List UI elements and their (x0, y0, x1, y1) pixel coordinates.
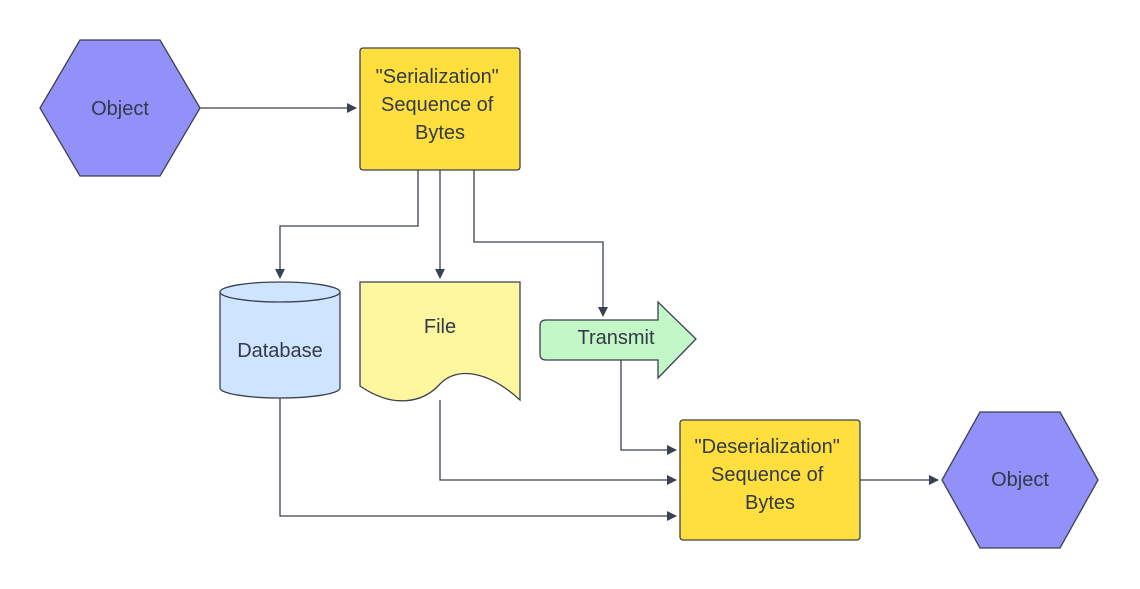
transmit-arrow-shape (539, 300, 697, 380)
object-target-hexagon (941, 411, 1099, 549)
database-node: Database (219, 281, 341, 399)
serialization-label-line-1: "Serialization" (376, 66, 499, 88)
serialization-label-line-3: Bytes (415, 122, 465, 144)
deserialization-label-line-2: Sequence of (711, 464, 824, 486)
deserialization-label: "Deserialization" Sequence of Bytes (695, 436, 846, 514)
file-node: File (359, 281, 521, 402)
connector-serialization-to-transmit (473, 170, 608, 317)
serialization-label-line-2: Sequence of (381, 94, 494, 116)
object-source-label: Object (91, 98, 149, 120)
database-cylinder-top (219, 281, 341, 303)
deserialization-box (679, 419, 861, 541)
transmit-node: Transmit (539, 300, 697, 380)
transmit-label: Transmit (577, 327, 654, 349)
database-label: Database (237, 340, 323, 362)
serialization-label: "Serialization" Sequence of Bytes (376, 66, 505, 144)
object-source-hexagon (39, 39, 201, 177)
connector-database-to-deserialization (279, 398, 677, 521)
object-target-label: Object (991, 469, 1049, 491)
connectors (200, 103, 939, 521)
connector-file-to-deserialization (439, 400, 677, 485)
object-source-node: Object (39, 39, 201, 177)
serialization-node: "Serialization" Sequence of Bytes (359, 47, 521, 171)
connector-serialization-to-database (275, 170, 419, 279)
deserialization-node: "Deserialization" Sequence of Bytes (679, 419, 861, 541)
file-document-shape (359, 281, 521, 402)
serialization-box (359, 47, 521, 171)
object-target-node: Object (941, 411, 1099, 549)
file-label: File (424, 316, 456, 338)
deserialization-label-line-3: Bytes (745, 492, 795, 514)
database-cylinder-body (219, 292, 341, 399)
deserialization-label-line-1: "Deserialization" (695, 436, 840, 458)
connector-transmit-to-deserialization (620, 358, 677, 455)
